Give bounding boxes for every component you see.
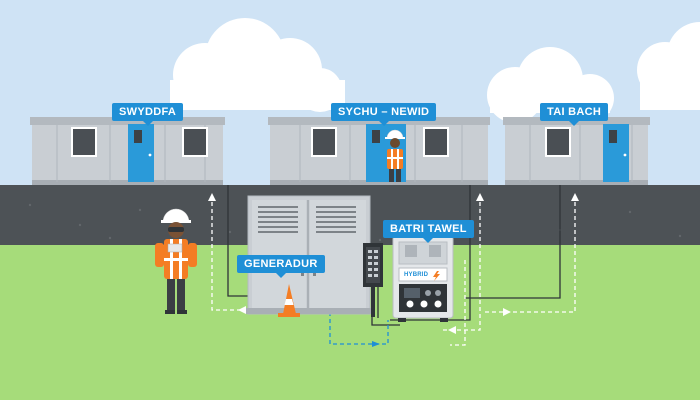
window <box>71 127 97 157</box>
window <box>182 127 208 157</box>
hybrid-logo-text: HYBRID <box>404 272 429 278</box>
cloud <box>637 22 700 110</box>
flow-arrows <box>208 193 579 334</box>
traffic-cone <box>278 284 300 317</box>
control-line <box>329 312 389 347</box>
worker-standing <box>155 208 197 314</box>
toilets-label: TAI BACH <box>540 103 609 126</box>
office-label: SWYDDFA <box>112 103 184 126</box>
toilets-cabin <box>503 117 650 185</box>
drying-room-cabin <box>268 117 490 185</box>
generator-unit <box>246 195 372 315</box>
window <box>423 127 449 157</box>
control-panel <box>363 243 383 317</box>
cloud <box>170 18 345 112</box>
battery-label: BATRI TAWEL <box>383 220 474 243</box>
office-cabin <box>30 117 225 185</box>
worker-in-doorway <box>385 129 405 182</box>
window <box>545 127 571 157</box>
hybrid-battery-unit <box>392 235 454 322</box>
drying-room-label: SYCHU – NEWID <box>331 103 437 126</box>
generator-label: GENERADUR <box>237 255 325 278</box>
window <box>311 127 337 157</box>
